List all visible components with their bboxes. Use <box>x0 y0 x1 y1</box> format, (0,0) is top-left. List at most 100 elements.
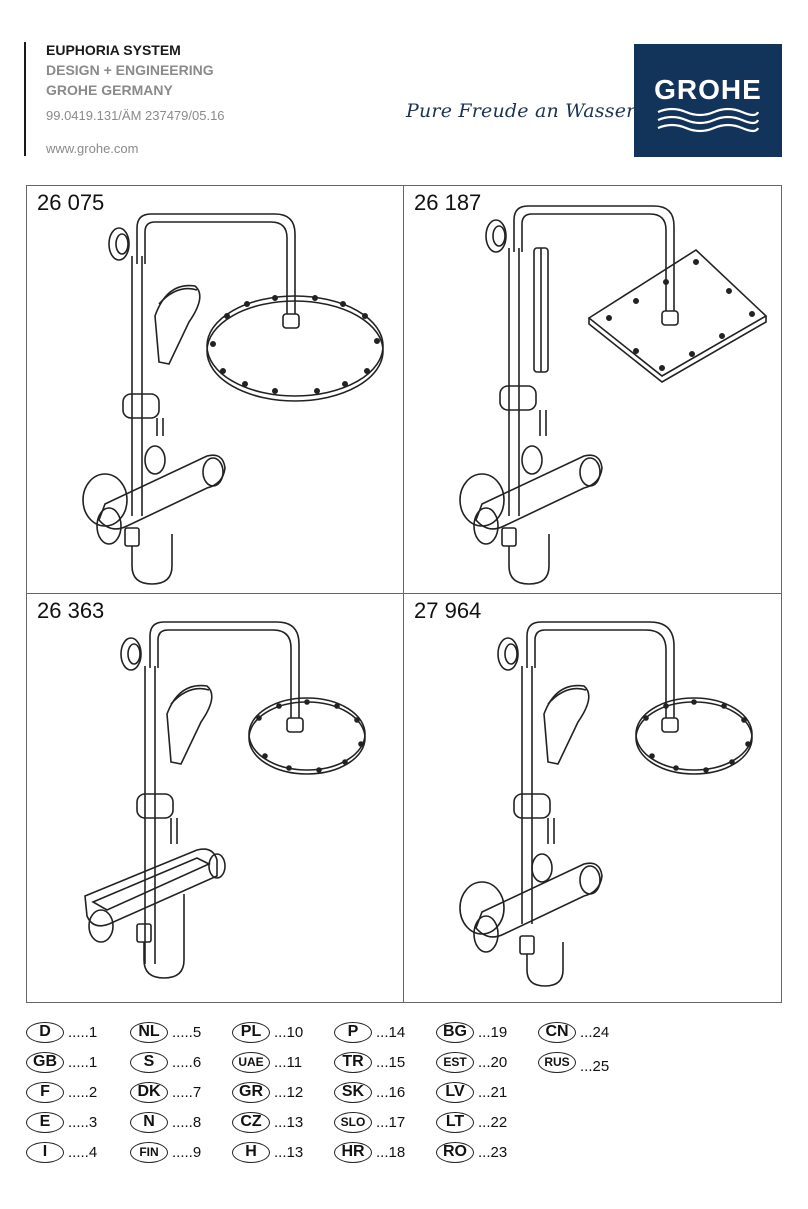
page-ref: .....5 <box>172 1023 202 1041</box>
language-entry[interactable]: P...14 <box>334 1020 405 1044</box>
design-engineering-label: DESIGN + ENGINEERING <box>46 62 214 78</box>
language-code: CN <box>538 1021 576 1043</box>
logo-waves-icon <box>657 107 760 133</box>
language-code: LV <box>436 1081 474 1103</box>
language-code: S <box>130 1051 168 1073</box>
language-code: LT <box>436 1111 474 1133</box>
product-cell: 26 187 <box>404 186 781 594</box>
language-code: GB <box>26 1051 64 1073</box>
language-code: N <box>130 1111 168 1133</box>
language-entry[interactable]: D.....1 <box>26 1020 97 1044</box>
product-number: 27 964 <box>414 598 482 623</box>
product-number: 26 187 <box>414 190 482 215</box>
product-grid: 26 075 <box>26 185 782 1003</box>
grohe-logo: GROHE <box>634 44 782 157</box>
page-ref: .....3 <box>68 1113 98 1131</box>
product-number: 26 075 <box>37 190 105 215</box>
language-code: I <box>26 1141 64 1163</box>
language-code: PL <box>232 1021 270 1043</box>
page-ref: .....8 <box>172 1113 202 1131</box>
language-entry[interactable]: NL.....5 <box>130 1020 201 1044</box>
page-ref: ...11 <box>274 1053 303 1071</box>
page-ref: ...14 <box>376 1023 406 1041</box>
language-entry[interactable]: CN...24 <box>538 1020 609 1044</box>
page-ref: ...13 <box>274 1113 304 1131</box>
language-entry[interactable]: FIN.....9 <box>130 1140 201 1164</box>
page-ref: .....9 <box>172 1143 202 1161</box>
page-ref: ...12 <box>274 1083 304 1101</box>
header-text-block: EUPHORIA SYSTEM DESIGN + ENGINEERING GRO… <box>46 40 225 156</box>
language-entry[interactable]: EST...20 <box>436 1050 507 1074</box>
shower-system-illustration <box>459 621 753 987</box>
language-entry[interactable]: RO...23 <box>436 1140 507 1164</box>
language-code: F <box>26 1081 64 1103</box>
product-cell: 26 363 <box>27 594 404 1002</box>
language-code: H <box>232 1141 270 1163</box>
language-entry[interactable]: LV...21 <box>436 1080 507 1104</box>
language-entry[interactable]: E.....3 <box>26 1110 97 1134</box>
language-code: BG <box>436 1021 474 1043</box>
page-ref: ...23 <box>478 1143 508 1161</box>
language-code: D <box>26 1021 64 1043</box>
language-code: SLO <box>334 1111 372 1133</box>
website-link[interactable]: www.grohe.com <box>46 141 139 156</box>
language-code: EST <box>436 1051 474 1073</box>
language-code: RUS <box>538 1051 576 1073</box>
language-entry[interactable]: HR...18 <box>334 1140 405 1164</box>
page-ref: .....1 <box>68 1023 98 1041</box>
page-ref: .....2 <box>68 1083 98 1101</box>
page-ref: ...19 <box>478 1023 508 1041</box>
shower-system-illustration <box>82 213 384 585</box>
product-cell: 26 075 <box>27 186 404 594</box>
language-code: RO <box>436 1141 474 1163</box>
page-ref: ...10 <box>274 1023 304 1041</box>
page-ref: .....6 <box>172 1053 202 1071</box>
logo-wordmark: GROHE <box>654 74 762 105</box>
language-index: D.....1 GB.....1 F.....2 E.....3 I.....4… <box>26 1018 786 1168</box>
shower-system-illustration <box>459 205 768 585</box>
product-number: 26 363 <box>37 598 105 623</box>
language-entry[interactable]: F.....2 <box>26 1080 97 1104</box>
language-entry[interactable]: CZ...13 <box>232 1110 303 1134</box>
language-code: HR <box>334 1141 372 1163</box>
page-ref: ...21 <box>478 1083 508 1101</box>
language-entry[interactable]: BG...19 <box>436 1020 507 1044</box>
page-ref: ...16 <box>376 1083 406 1101</box>
language-code: NL <box>130 1021 168 1043</box>
page-ref: ...15 <box>376 1053 406 1071</box>
page-ref: ...22 <box>478 1113 508 1131</box>
language-code: DK <box>130 1081 168 1103</box>
language-code: SK <box>334 1081 372 1103</box>
product-cell: 27 964 <box>404 594 781 1002</box>
page-ref: .....4 <box>68 1143 98 1161</box>
language-code: GR <box>232 1081 270 1103</box>
language-entry[interactable]: SK...16 <box>334 1080 405 1104</box>
language-entry[interactable]: TR...15 <box>334 1050 405 1074</box>
page-ref: ...25 <box>580 1057 610 1075</box>
language-entry[interactable]: LT...22 <box>436 1110 507 1134</box>
language-code: P <box>334 1021 372 1043</box>
language-code: E <box>26 1111 64 1133</box>
page-ref: ...13 <box>274 1143 304 1161</box>
language-entry[interactable]: RUS...25 <box>538 1050 610 1075</box>
language-entry[interactable]: S.....6 <box>130 1050 201 1074</box>
header-divider <box>24 42 26 156</box>
language-code: FIN <box>130 1141 168 1163</box>
page-ref: ...20 <box>478 1053 508 1071</box>
language-entry[interactable]: SLO...17 <box>334 1110 405 1134</box>
brand-tagline: Pure Freude an Wasser <box>406 100 636 122</box>
language-entry[interactable]: GB.....1 <box>26 1050 97 1074</box>
language-entry[interactable]: GR...12 <box>232 1080 303 1104</box>
language-entry[interactable]: PL...10 <box>232 1020 303 1044</box>
language-code: TR <box>334 1051 372 1073</box>
product-series-title: EUPHORIA SYSTEM <box>46 42 181 58</box>
page-ref: ...18 <box>376 1143 406 1161</box>
language-entry[interactable]: N.....8 <box>130 1110 201 1134</box>
language-entry[interactable]: I.....4 <box>26 1140 97 1164</box>
language-entry[interactable]: H...13 <box>232 1140 303 1164</box>
page-ref: .....7 <box>172 1083 202 1101</box>
language-entry[interactable]: UAE...11 <box>232 1050 302 1074</box>
language-entry[interactable]: DK.....7 <box>130 1080 201 1104</box>
page-ref: .....1 <box>68 1053 98 1071</box>
page-ref: ...24 <box>580 1023 610 1041</box>
